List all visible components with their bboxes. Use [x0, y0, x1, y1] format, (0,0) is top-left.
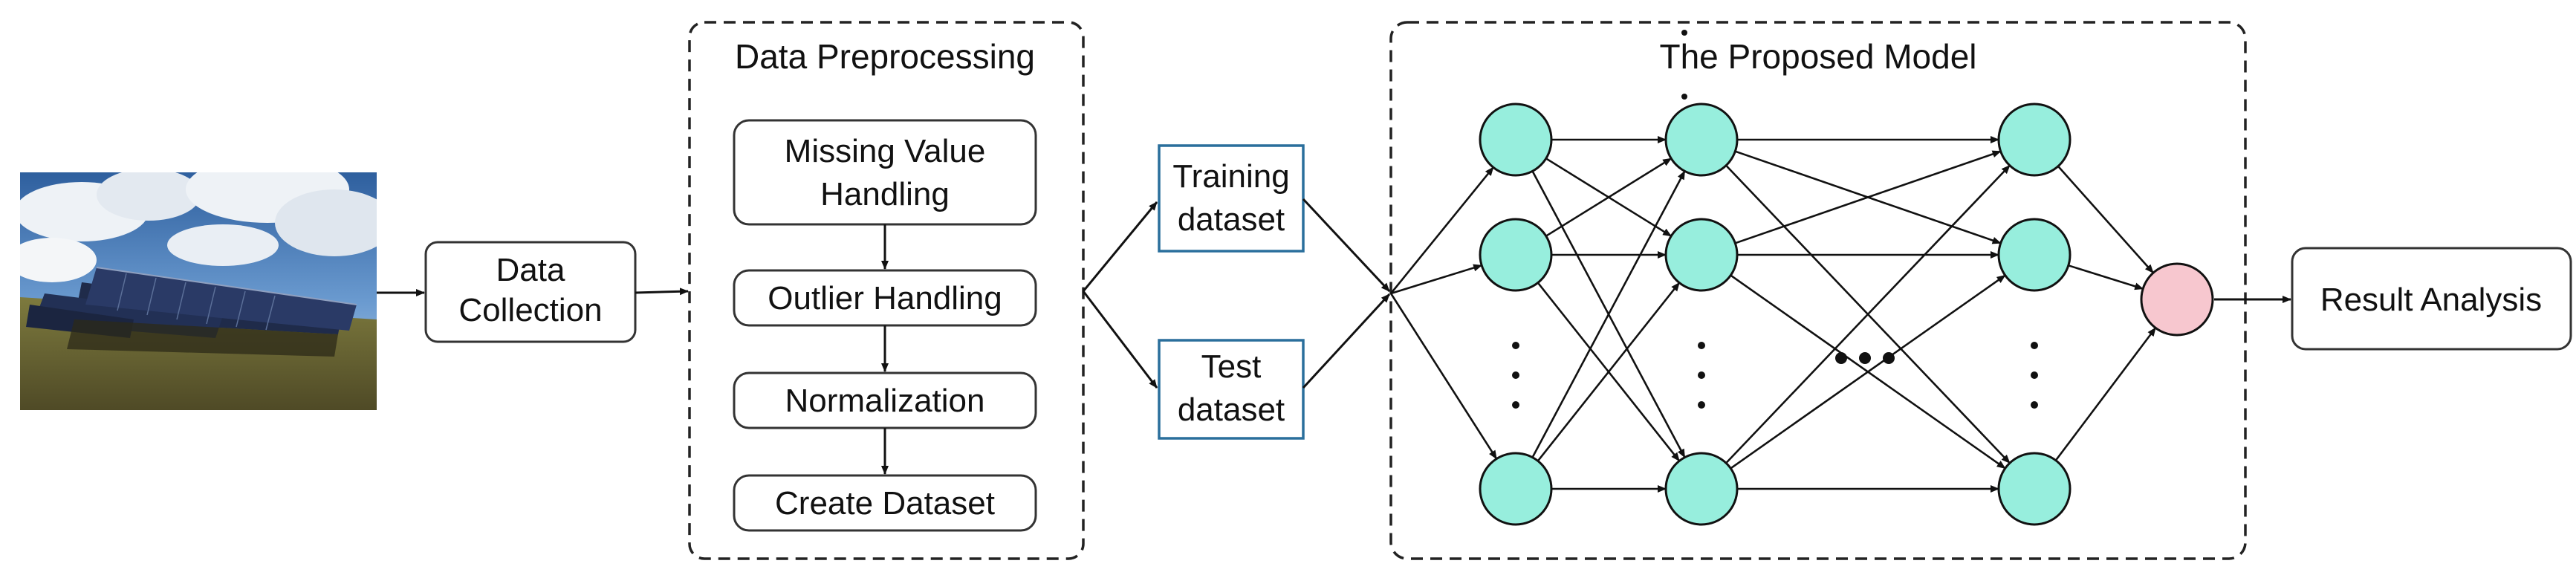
- result-analysis-box: Result Analysis: [2291, 247, 2572, 351]
- data-collection-label-2: Collection: [458, 292, 602, 328]
- ellipsis-dot-l0-0: [1512, 342, 1519, 349]
- top-dot-1: [1681, 94, 1687, 100]
- ellipsis-dot-l2-0: [2031, 342, 2038, 349]
- neuron-l2-1: [1997, 218, 2071, 292]
- neuron-l1-2: [1664, 452, 1739, 526]
- arrow-training-to-model: [1302, 198, 1391, 293]
- layer-ellipsis-dot-0: [1835, 352, 1847, 364]
- result-analysis-label: Result Analysis: [2320, 282, 2542, 318]
- proposed-model-panel: The Proposed Model: [1389, 21, 2247, 560]
- input-edge-2: [1389, 293, 1498, 460]
- data-preprocessing-panel: Data Preprocessing Missing Value Handlin…: [688, 21, 1085, 560]
- edge-l0-2-0: [1531, 170, 1686, 458]
- neuron-l0-2: [1479, 452, 1553, 526]
- edge-l0-1-0: [1545, 158, 1673, 237]
- test-label-1: Test: [1201, 348, 1262, 385]
- edge-l1-1-0: [1734, 150, 2002, 244]
- neuron-l0-0: [1479, 103, 1553, 177]
- test-label-2: dataset: [1178, 392, 1285, 428]
- training-dataset-box: Training dataset: [1158, 144, 1305, 253]
- solar-panel-photo: [20, 172, 377, 410]
- neuron-l2-0: [1997, 103, 2071, 177]
- normalization-label: Normalization: [785, 383, 985, 419]
- arrow-collection-to-preprocessing: [635, 288, 689, 296]
- training-label-2: dataset: [1178, 201, 1285, 238]
- neuron-l0-1: [1479, 218, 1553, 292]
- arrow-test-to-model: [1302, 293, 1391, 389]
- ellipsis-dot-l2-2: [2031, 401, 2038, 409]
- ellipsis-dot-l0-2: [1512, 401, 1519, 409]
- layer-ellipsis-dot-1: [1859, 352, 1871, 364]
- input-edge-0: [1389, 166, 1494, 294]
- data-collection-box: Data Collection: [424, 241, 637, 343]
- neuron-l1-1: [1664, 218, 1739, 292]
- ellipsis-dot-l1-1: [1698, 371, 1705, 379]
- arrow-to-test: [1082, 290, 1158, 389]
- ellipsis-dot-l1-2: [1698, 401, 1705, 409]
- missing-value-label-1: Missing Value: [785, 133, 986, 169]
- output-edge-1: [2068, 264, 2144, 290]
- neuron-l2-2: [1997, 452, 2071, 526]
- input-edge-1: [1390, 264, 1483, 295]
- test-dataset-box: Test dataset: [1158, 339, 1305, 440]
- outlier-handling-label: Outlier Handling: [768, 280, 1002, 316]
- missing-value-label-2: Handling: [820, 176, 950, 212]
- ellipsis-dot-l1-0: [1698, 342, 1705, 349]
- neuron-l1-0: [1664, 103, 1739, 177]
- edge-l1-2-0: [1725, 164, 2011, 464]
- create-dataset-label: Create Dataset: [775, 485, 995, 522]
- output-edge-2: [2054, 327, 2157, 461]
- edge-l0-2-1: [1537, 282, 1681, 462]
- training-label-1: Training: [1172, 158, 1289, 195]
- output-neuron: [2140, 262, 2214, 337]
- ellipsis-dot-l2-1: [2031, 371, 2038, 379]
- output-edge-0: [2057, 165, 2154, 274]
- layer-ellipsis-dot-2: [1883, 352, 1895, 364]
- preprocessing-title: Data Preprocessing: [735, 37, 1035, 76]
- arrow-to-training: [1082, 201, 1158, 292]
- neural-network: [1389, 30, 2214, 526]
- model-title: The Proposed Model: [1659, 37, 1976, 76]
- ellipsis-dot-l0-1: [1512, 371, 1519, 379]
- create-dataset-box: [733, 474, 1037, 532]
- top-dot-0: [1681, 30, 1687, 36]
- data-collection-label-1: Data: [496, 252, 565, 288]
- edge-l1-2-1: [1730, 274, 2006, 470]
